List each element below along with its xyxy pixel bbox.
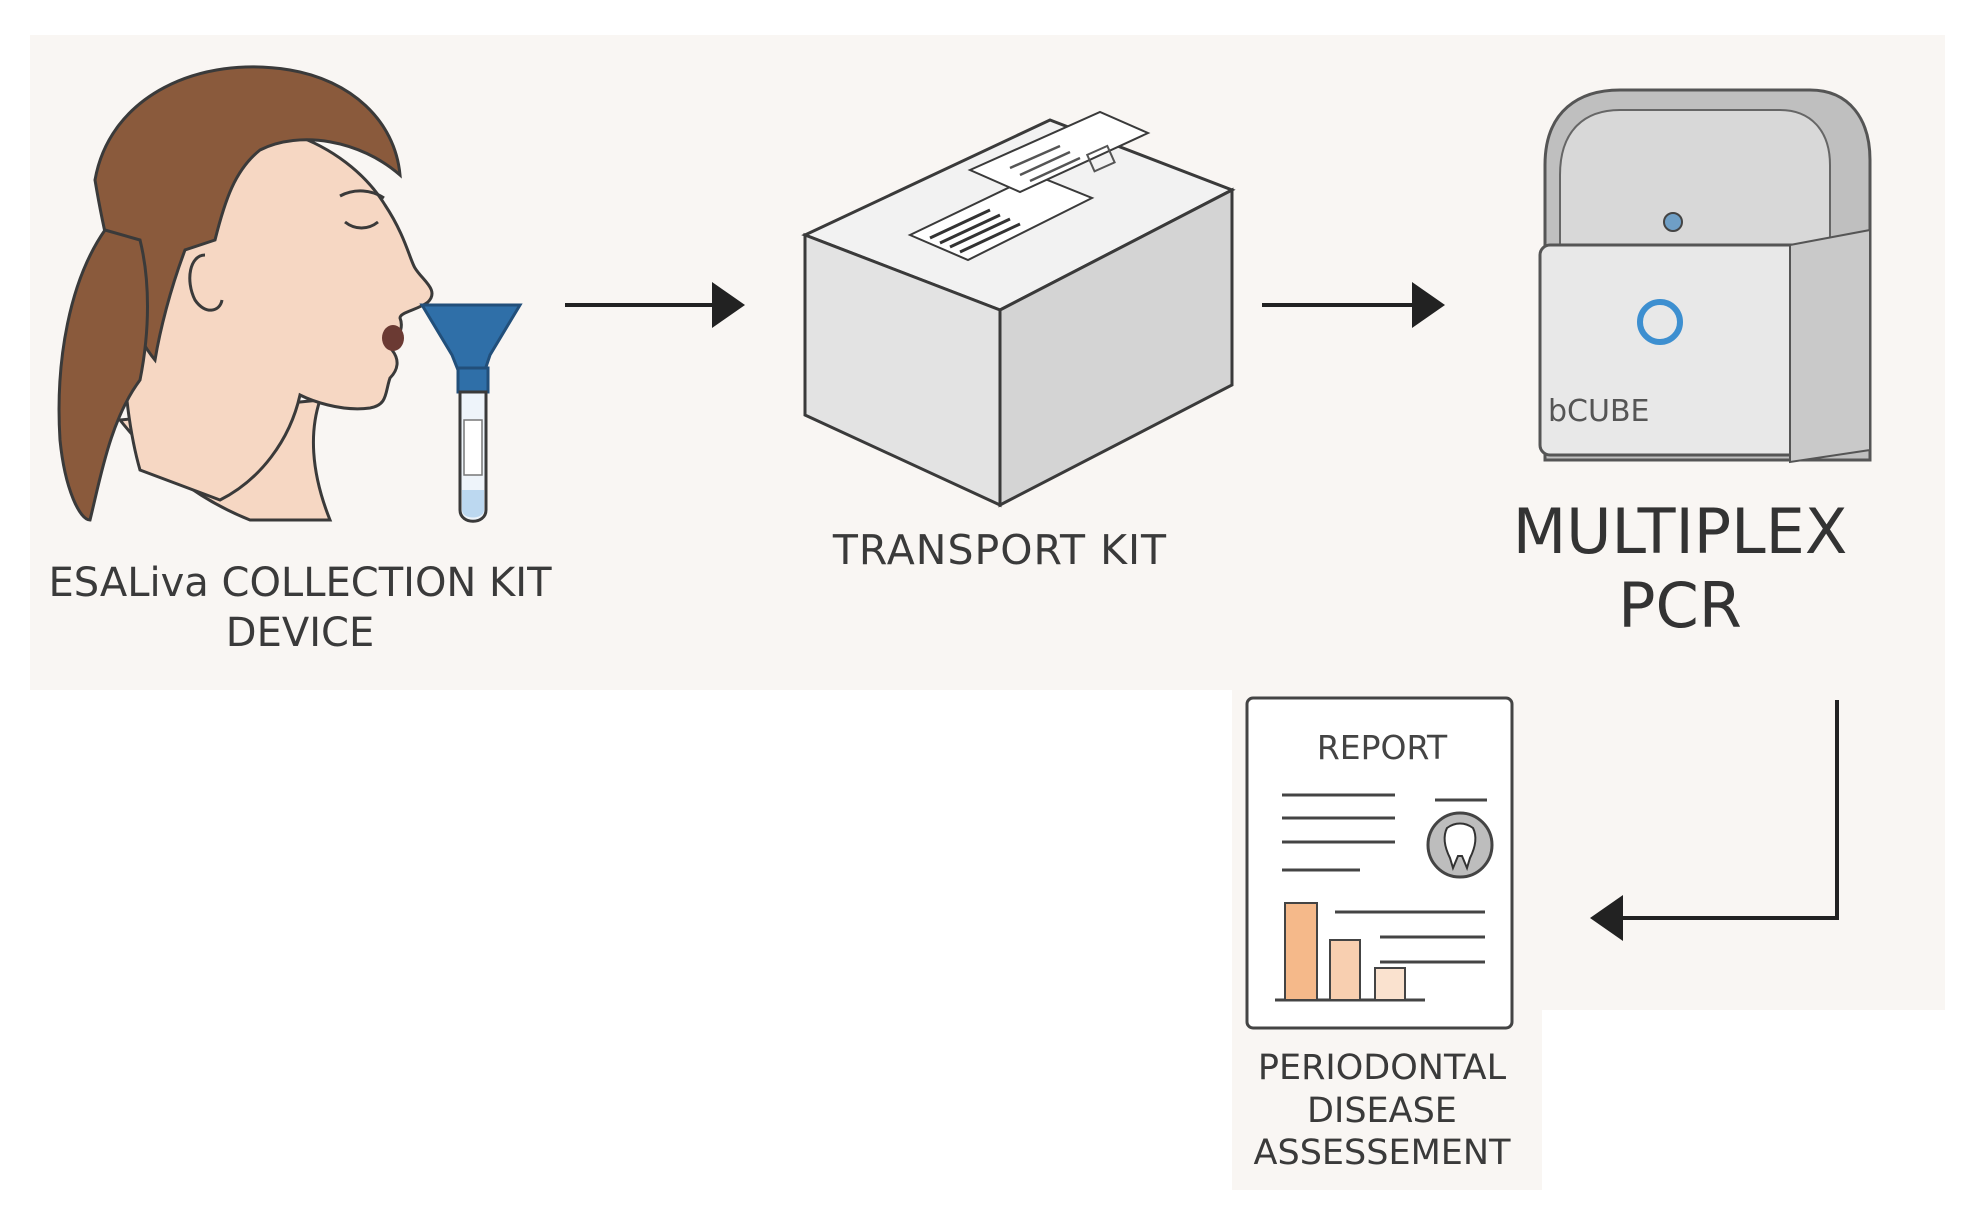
multiplex-pcr-label-line2: PCR: [1618, 569, 1742, 643]
label-panel: [1232, 1010, 1542, 1190]
collection-kit-label: ESALiva COLLECTION KIT DEVICE: [20, 558, 580, 658]
report-title: REPORT: [1316, 728, 1448, 767]
tooth-icon: [1426, 811, 1494, 879]
multiplex-pcr-label-line1: MULTIPLEX: [1512, 495, 1848, 568]
collection-kit-label-line2: DEVICE: [225, 610, 375, 656]
saliva-funnel-tube-icon: [419, 303, 523, 523]
collection-kit-label-line1: ESALiva COLLECTION KIT: [48, 560, 552, 606]
report-document-icon: [1245, 696, 1514, 1030]
arrow-right-icon: [565, 282, 745, 328]
woman-spitting-icon: [57, 65, 434, 522]
pcr-device-icon: [1538, 88, 1872, 464]
device-brand-label: bCUBE: [1548, 394, 1650, 429]
assessment-label-line1: PERIODONTAL: [1257, 1048, 1507, 1088]
transport-kit-label: TRANSPORT KIT: [832, 526, 1168, 574]
shipping-box-icon: [801, 110, 1236, 508]
assessment-label: PERIODONTAL DISEASE ASSESSEMENT: [1222, 1047, 1542, 1175]
assessment-label-line3: ASSESSEMENT: [1253, 1133, 1511, 1174]
multiplex-pcr-label: MULTIPLEX PCR: [1470, 495, 1890, 644]
arrow-elbow-left-icon: [1590, 700, 1839, 941]
arrow-right-icon: [1262, 282, 1445, 328]
assessment-label-line2: DISEASE: [1307, 1090, 1457, 1131]
